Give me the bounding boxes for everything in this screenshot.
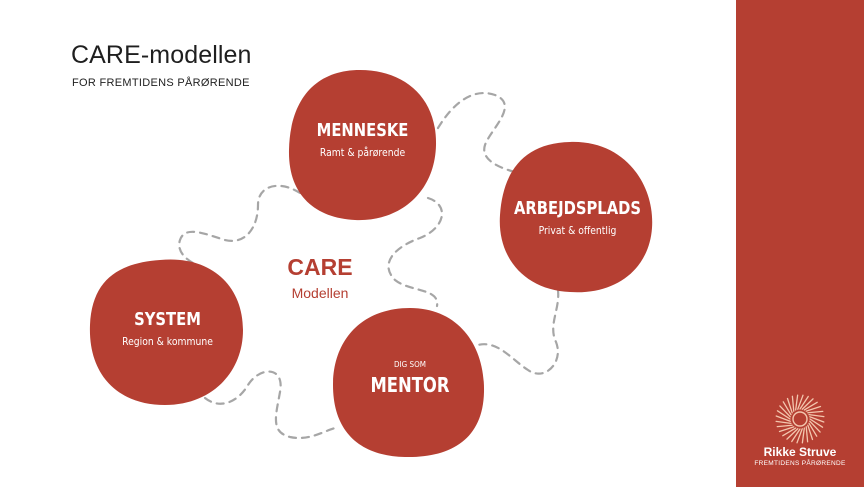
node-system-title: SYSTEM (134, 309, 201, 330)
sun-ray (786, 397, 793, 414)
dashed-path (178, 92, 560, 440)
sun-ray (801, 427, 805, 444)
sun-ray (808, 414, 825, 418)
sun-ray (809, 416, 825, 423)
sun-ray (776, 424, 793, 428)
node-arbejdsplads: ARBEJDSPLADS Privat & offentlig (500, 198, 655, 237)
path-menneske-system (178, 184, 302, 268)
sun-ray (782, 401, 792, 416)
sun-ray (775, 415, 791, 422)
sun-ray (808, 422, 818, 437)
center-subtitle: Modellen (291, 285, 349, 301)
sun-ray (776, 410, 791, 420)
sun-ray (795, 394, 799, 411)
sun-ray (791, 428, 801, 443)
node-system-subtitle: Region & kommune (122, 336, 213, 348)
node-arbejdsplads-blob (499, 141, 653, 293)
node-menneske-subtitle: Ramt & pårørende (319, 147, 406, 159)
path-arbejdsplads-mentor (476, 288, 560, 375)
node-menneske-blob (288, 70, 437, 221)
page-title: CARE-modellen (71, 41, 252, 69)
sun-ray (799, 395, 809, 410)
sun-ray (778, 426, 795, 433)
node-arbejdsplads-title: ARBEJDSPLADS (513, 198, 642, 219)
sun-ray (775, 420, 792, 424)
sun-ray (809, 420, 821, 433)
sun-ray (805, 405, 822, 412)
center-title: CARE (287, 254, 353, 280)
node-mentor-title: MENTOR (370, 373, 450, 397)
sun-ray (807, 410, 824, 414)
node-mentor: DIG SOM MENTOR (345, 360, 475, 397)
sunburst-logo-icon (775, 394, 825, 444)
page-subtitle: FOR FREMTIDENS PÅRØRENDE (72, 77, 250, 89)
sun-ray (786, 428, 799, 440)
sun-ray (796, 428, 803, 444)
sun-ray (805, 426, 809, 443)
node-mentor-blob (333, 308, 485, 458)
node-system: SYSTEM Region & kommune (100, 309, 235, 348)
sun-ray (801, 398, 814, 410)
node-system-blob (89, 259, 243, 405)
brand-sidebar: Rikke Struve FREMTIDENS PÅRØRENDE (736, 0, 864, 487)
sun-ray (791, 395, 795, 412)
node-mentor-pretitle: DIG SOM (393, 360, 426, 369)
node-menneske-title: MENNESKE (316, 120, 409, 141)
path-menneske-arbejdsplads (436, 92, 517, 174)
path-system-mentor (203, 370, 337, 440)
sun-ray (782, 427, 797, 437)
sun-ray (803, 401, 818, 411)
sun-ray (807, 424, 814, 441)
path-menneske-center (387, 196, 444, 308)
node-arbejdsplads-subtitle: Privat & offentlig (538, 225, 617, 237)
sun-ray (809, 418, 824, 428)
sun-ray (779, 405, 791, 418)
sun-ray (797, 394, 804, 410)
node-menneske: MENNESKE Ramt & pårørende (300, 120, 425, 159)
brand-name: Rikke Struve (763, 445, 837, 459)
brand-tagline: FREMTIDENS PÅRØRENDE (754, 460, 846, 467)
